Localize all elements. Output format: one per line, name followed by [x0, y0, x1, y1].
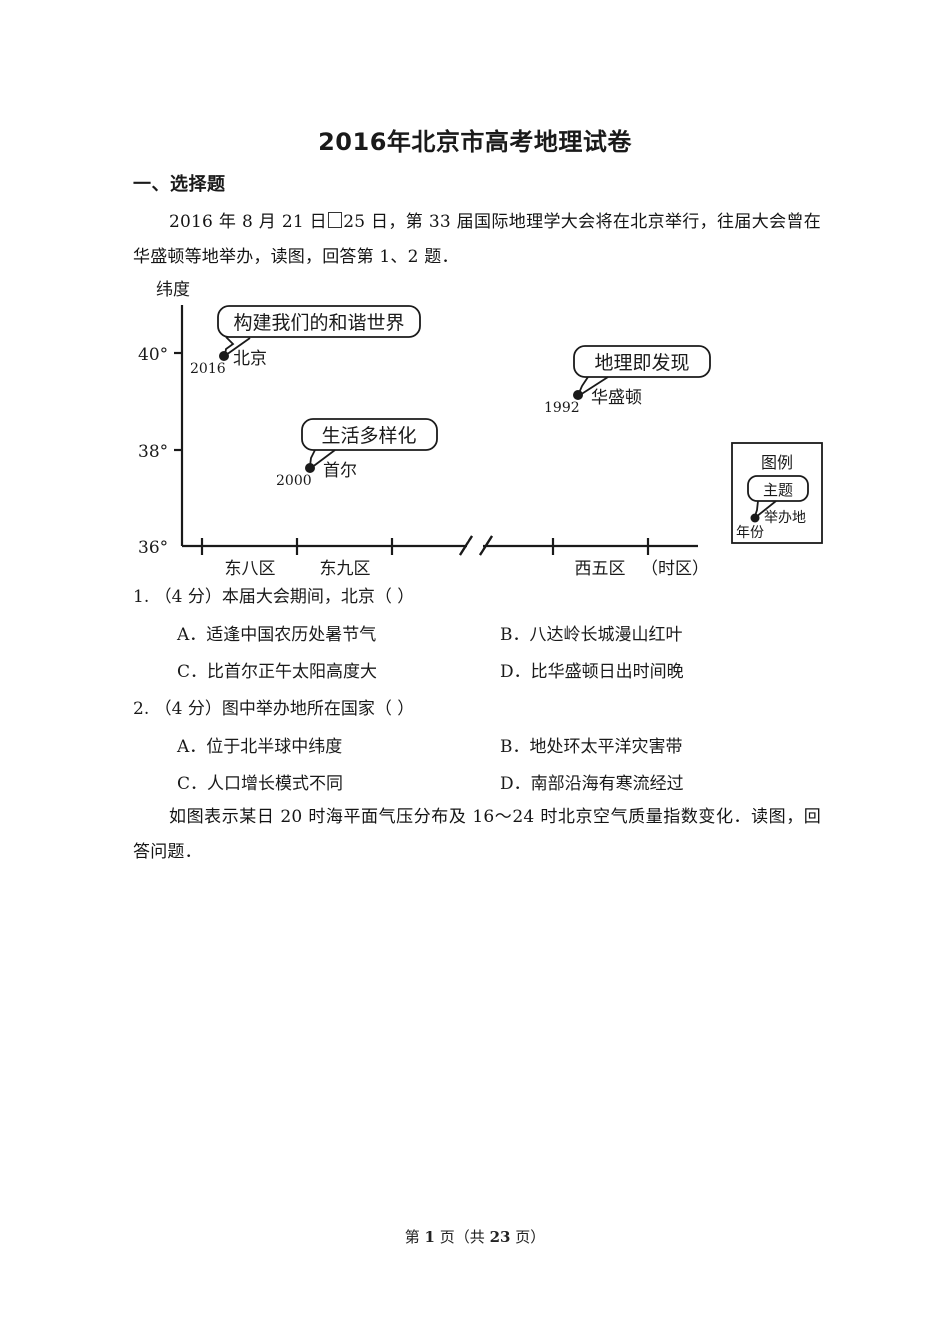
data-point-year-washington: 1992: [544, 400, 580, 416]
intro-paragraph-part2: 25 日，第 33 届国际地理学大会将在北京举行，往届大会曾在华盛顿等地举办，读…: [133, 212, 821, 267]
option-text: 适逢中国农历处暑节气: [206, 625, 377, 645]
intro-paragraph-part1: 2016 年 8 月 21 日: [169, 212, 327, 232]
option-text: 比首尔正午太阳高度大: [207, 662, 378, 682]
data-point-year-beijing: 2016: [190, 361, 226, 377]
question-2-option-c[interactable]: C．人口增长模式不同: [177, 768, 343, 800]
option-letter: C．: [177, 662, 208, 682]
second-intro-paragraph: 如图表示某日 20 时海平面气压分布及 16～24 时北京空气质量指数变化．读图…: [133, 807, 821, 862]
x-tick-label-east8: 东八区: [225, 559, 276, 578]
data-point-beijing: [219, 351, 229, 361]
footer-suffix: 页）: [515, 1228, 546, 1246]
question-1-option-a[interactable]: A．适逢中国农历处暑节气: [177, 619, 376, 651]
question-2-option-b[interactable]: B．地处环太平洋灾害带: [500, 731, 683, 763]
option-letter: B．: [500, 737, 530, 757]
data-point-city-beijing: 北京: [233, 349, 267, 369]
data-point-seoul: [305, 463, 315, 473]
footer-prefix: 第: [404, 1228, 420, 1246]
x-tick-label-west5: 西五区: [575, 559, 626, 578]
x-axis-label: （时区）: [641, 559, 709, 578]
callout-box-beijing: [217, 305, 421, 338]
page-title: 2016年北京市高考地理试卷: [318, 128, 632, 156]
callout-box-washington: [573, 345, 711, 378]
question-2-text: 图中举办地所在国家（ ）: [221, 699, 415, 719]
option-text: 比华盛顿日出时间晚: [530, 662, 684, 682]
y-tick-label-40: 40°: [138, 345, 168, 365]
question-1-number: 1.: [133, 587, 150, 607]
x-tick-label-east9: 东九区: [320, 559, 371, 578]
legend-host-label: 举办地: [764, 510, 806, 526]
data-point-city-seoul: 首尔: [323, 461, 357, 481]
option-letter: D．: [500, 774, 531, 794]
chart-legend: 图例 主题 举办地 年份: [731, 442, 823, 544]
footer-total-pages: 23: [489, 1228, 511, 1246]
legend-theme-label: 主题: [763, 481, 793, 499]
question-2-number: 2.: [133, 699, 150, 719]
option-text: 地处环太平洋灾害带: [529, 737, 683, 757]
section-heading: 一、选择题: [133, 174, 226, 195]
page-footer: 第 1 页（共 23 页）: [0, 1226, 950, 1247]
question-1-points: （4 分）: [154, 587, 222, 607]
option-letter: C．: [177, 774, 208, 794]
question-2-stem: 2. （4 分）图中举办地所在国家（ ）: [133, 693, 414, 725]
data-point-group-beijing: 构建我们的和谐世界 2016 北京: [190, 305, 421, 377]
option-text: 人口增长模式不同: [207, 774, 344, 794]
question-1-text: 本届大会期间，北京（ ）: [221, 587, 415, 607]
option-letter: B．: [500, 625, 530, 645]
option-letter: D．: [500, 662, 531, 682]
callout-theme-seoul: 生活多样化: [321, 425, 416, 447]
question-1-option-c[interactable]: C．比首尔正午太阳高度大: [177, 656, 377, 688]
legend-point-icon: [750, 513, 760, 523]
callout-theme-beijing: 构建我们的和谐世界: [233, 312, 404, 334]
option-letter: A．: [177, 737, 207, 757]
data-point-group-seoul: 生活多样化 2000 首尔: [276, 418, 438, 489]
question-1-option-d[interactable]: D．比华盛顿日出时间晚: [500, 656, 684, 688]
legend-year-label: 年份: [736, 525, 764, 541]
callout-box-seoul: [301, 418, 438, 451]
question-1-stem: 1. （4 分）本届大会期间，北京（ ）: [133, 581, 414, 613]
question-1-option-b[interactable]: B．八达岭长城漫山红叶: [500, 619, 683, 651]
data-point-washington: [573, 390, 583, 400]
data-point-year-seoul: 2000: [276, 473, 312, 489]
timezone-latitude-scatter-chart: .ax { stroke:#1a1a1a; stroke-width:2.2; …: [130, 278, 830, 578]
y-tick-label-38: 38°: [138, 442, 168, 462]
y-axis-label: 纬度: [156, 280, 190, 300]
option-text: 八达岭长城漫山红叶: [529, 625, 683, 645]
option-text: 南部沿海有寒流经过: [530, 774, 684, 794]
callout-theme-washington: 地理即发现: [594, 352, 689, 374]
missing-glyph-icon: [328, 211, 343, 229]
question-2-option-d[interactable]: D．南部沿海有寒流经过: [500, 768, 684, 800]
data-point-city-washington: 华盛顿: [591, 388, 642, 408]
legend-callout-box: [747, 475, 809, 502]
question-2-option-a[interactable]: A．位于北半球中纬度: [177, 731, 342, 763]
footer-page-number: 1: [424, 1228, 435, 1246]
option-text: 位于北半球中纬度: [206, 737, 343, 757]
option-letter: A．: [177, 625, 207, 645]
y-tick-label-36: 36°: [138, 538, 168, 558]
footer-middle: 页（共: [439, 1228, 485, 1246]
question-2-points: （4 分）: [154, 699, 222, 719]
data-point-group-washington: 地理即发现 1992 华盛顿: [544, 345, 711, 416]
legend-title: 图例: [761, 453, 793, 472]
